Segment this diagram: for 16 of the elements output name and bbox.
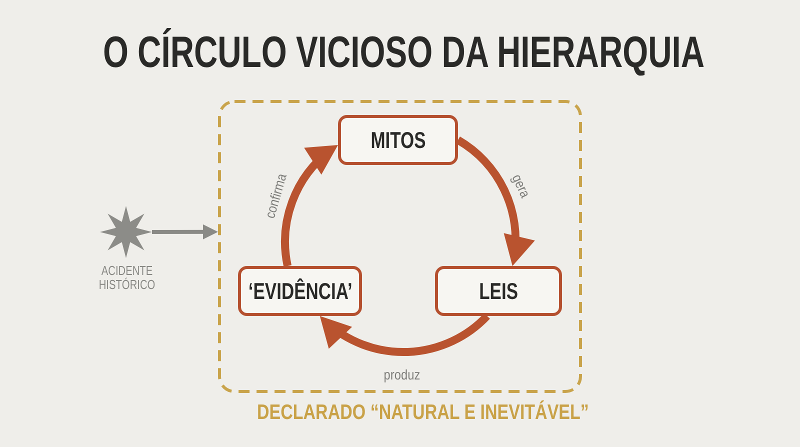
process-box [435, 266, 562, 316]
arrow [152, 224, 218, 240]
star-icon [100, 206, 152, 258]
curved-arrow [317, 313, 490, 356]
node-label: ‘EVIDÊNCIA’ [248, 278, 352, 304]
edge-label: confirma [262, 172, 290, 220]
curved-arrow [456, 136, 534, 267]
process-box [338, 115, 458, 165]
edge-label: gera [509, 172, 533, 200]
process-box [238, 266, 362, 316]
node-label: MITOS [370, 127, 426, 153]
node-label: LEIS [479, 278, 518, 304]
edge-label: produz [384, 368, 420, 382]
star-caption: ACIDENTE HISTÓRICO [98, 264, 156, 292]
frame-caption: DECLARADO “NATURAL E INEVITÁVEL” [257, 401, 589, 425]
diagram-title: O CÍRCULO VICIOSO DA HIERARQUIA [102, 29, 705, 77]
